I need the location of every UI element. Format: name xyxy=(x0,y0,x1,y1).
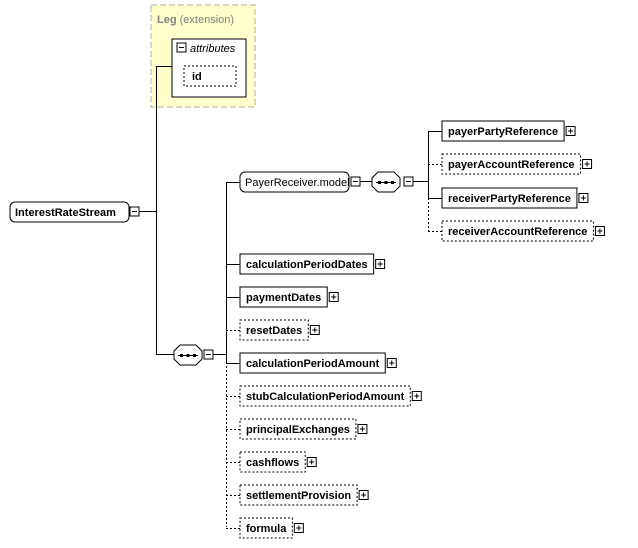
element-label: formula xyxy=(246,523,287,535)
element-payment-dates: paymentDates xyxy=(226,286,339,308)
element-reset-dates: resetDates xyxy=(226,319,320,341)
sequence-elements: calculationPeriodDates paymentDates resetD… xyxy=(226,253,422,539)
element-box xyxy=(441,120,565,142)
root-element-box xyxy=(9,201,130,223)
element-calculation-period-amount: calculationPeriodAmount xyxy=(226,352,397,374)
element-label: stubCalculationPeriodAmount xyxy=(246,391,405,403)
element-box xyxy=(239,418,357,440)
element-settlement-provision: settlementProvision xyxy=(226,484,369,506)
element-box xyxy=(239,352,386,374)
group-box xyxy=(239,171,350,193)
element-box xyxy=(239,253,375,275)
group-label: PayerReceiver.model xyxy=(245,177,350,189)
element-principal-exchanges: principalExchanges xyxy=(226,418,368,440)
element-box xyxy=(441,220,594,242)
element-box xyxy=(239,319,309,341)
element-label: payerPartyReference xyxy=(448,126,558,138)
element-box xyxy=(239,484,358,506)
element-formula: formula xyxy=(226,517,304,539)
element-label: receiverAccountReference xyxy=(448,226,587,238)
element-stub-calculation-period-amount: stubCalculationPeriodAmount xyxy=(226,385,422,407)
element-box xyxy=(239,385,411,407)
element-label: settlementProvision xyxy=(246,490,351,502)
element-label: receiverPartyReference xyxy=(448,193,571,205)
element-box xyxy=(239,451,306,473)
extension-base: Leg xyxy=(157,14,177,26)
root-element-label: InterestRateStream xyxy=(15,207,116,219)
element-box xyxy=(441,187,578,209)
element-cashflows: cashflows xyxy=(226,451,317,473)
element-label: payerAccountReference xyxy=(448,159,575,171)
element-box xyxy=(441,153,582,175)
attributes-title: attributes xyxy=(190,43,236,55)
attribute-id-box xyxy=(183,65,237,87)
element-box xyxy=(239,517,293,539)
element-receiver-party-reference: receiverPartyReference xyxy=(428,187,589,209)
attribute-id-label: id xyxy=(192,71,202,83)
element-calculation-period-dates: calculationPeriodDates xyxy=(226,253,386,275)
element-label: resetDates xyxy=(246,325,302,337)
element-receiver-account-reference: receiverAccountReference xyxy=(428,220,605,242)
element-label: calculationPeriodAmount xyxy=(246,358,380,370)
element-label: principalExchanges xyxy=(246,424,350,436)
element-label: calculationPeriodDates xyxy=(246,259,368,271)
extension-title: Leg (extension) xyxy=(157,14,234,26)
element-label: paymentDates xyxy=(246,292,321,304)
element-label: cashflows xyxy=(246,457,299,469)
element-payer-party-reference: payerPartyReference xyxy=(428,120,576,142)
element-payer-account-reference: payerAccountReference xyxy=(428,153,593,175)
group-elements: payerPartyReference payerAccountReference… xyxy=(428,120,605,242)
extension-suffix: (extension) xyxy=(180,14,234,26)
element-box xyxy=(239,286,328,308)
